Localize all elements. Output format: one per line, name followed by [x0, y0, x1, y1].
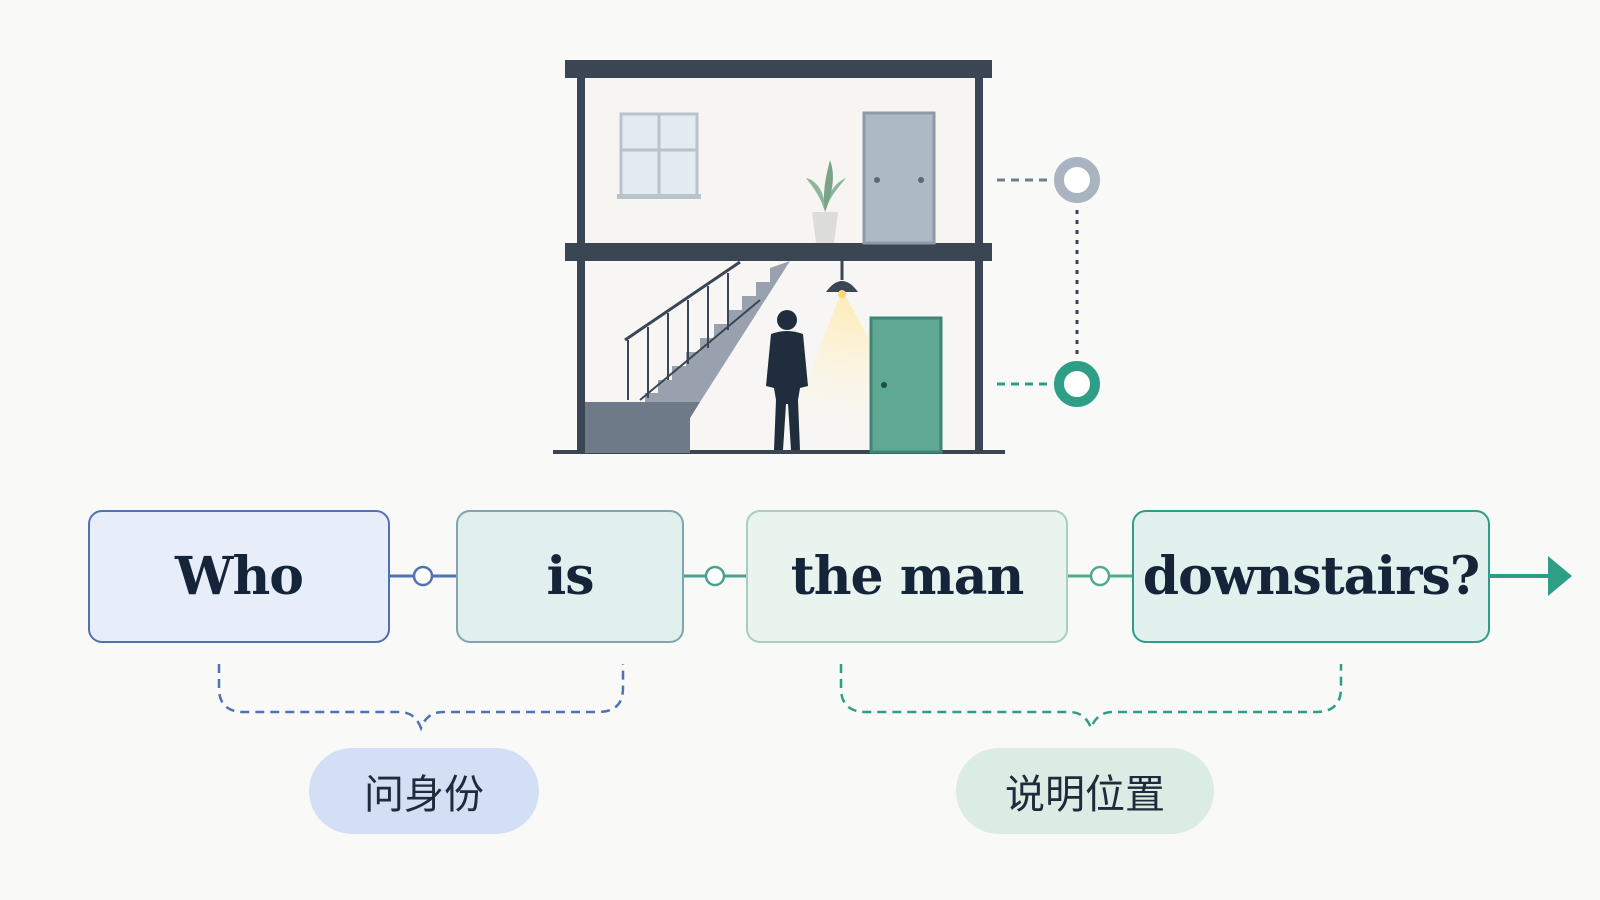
group-brace-location [839, 664, 1343, 732]
group-label-identity: 问身份 [309, 748, 539, 834]
group-brace-identity [217, 664, 625, 732]
connector-node [704, 565, 726, 587]
lamp-icon [826, 261, 858, 298]
word-who: Who [175, 546, 304, 607]
word-connectors [390, 556, 1572, 596]
word-the-man: the man [790, 546, 1025, 607]
word-box-who: Who [88, 510, 390, 643]
word-box-is: is [456, 510, 684, 643]
right-wall [975, 78, 983, 453]
connector-node [1089, 565, 1111, 587]
ground-line [553, 450, 1005, 454]
man-silhouette-icon [766, 310, 808, 450]
green-door-icon [869, 316, 943, 454]
staircase-icon [585, 260, 790, 453]
house-illustration [553, 60, 1005, 454]
group-label-identity-text: 问身份 [364, 772, 484, 818]
floor-slab [565, 243, 992, 261]
upstairs-marker-icon [1054, 157, 1100, 203]
group-label-location: 说明位置 [956, 748, 1214, 834]
door-icon [862, 111, 936, 245]
arrow-head-icon [1548, 556, 1572, 596]
window-icon [617, 112, 701, 199]
word-box-the-man: the man [746, 510, 1068, 643]
word-downstairs: downstairs? [1142, 546, 1480, 607]
connector-node [412, 565, 434, 587]
word-is: is [546, 546, 594, 607]
roof [565, 60, 992, 78]
left-wall [577, 78, 585, 453]
downstairs-marker-icon [1054, 361, 1100, 407]
group-label-location-text: 说明位置 [1005, 772, 1165, 818]
plant-icon [806, 160, 846, 243]
word-box-downstairs: downstairs? [1132, 510, 1490, 643]
floor-marker-connector [997, 157, 1100, 407]
